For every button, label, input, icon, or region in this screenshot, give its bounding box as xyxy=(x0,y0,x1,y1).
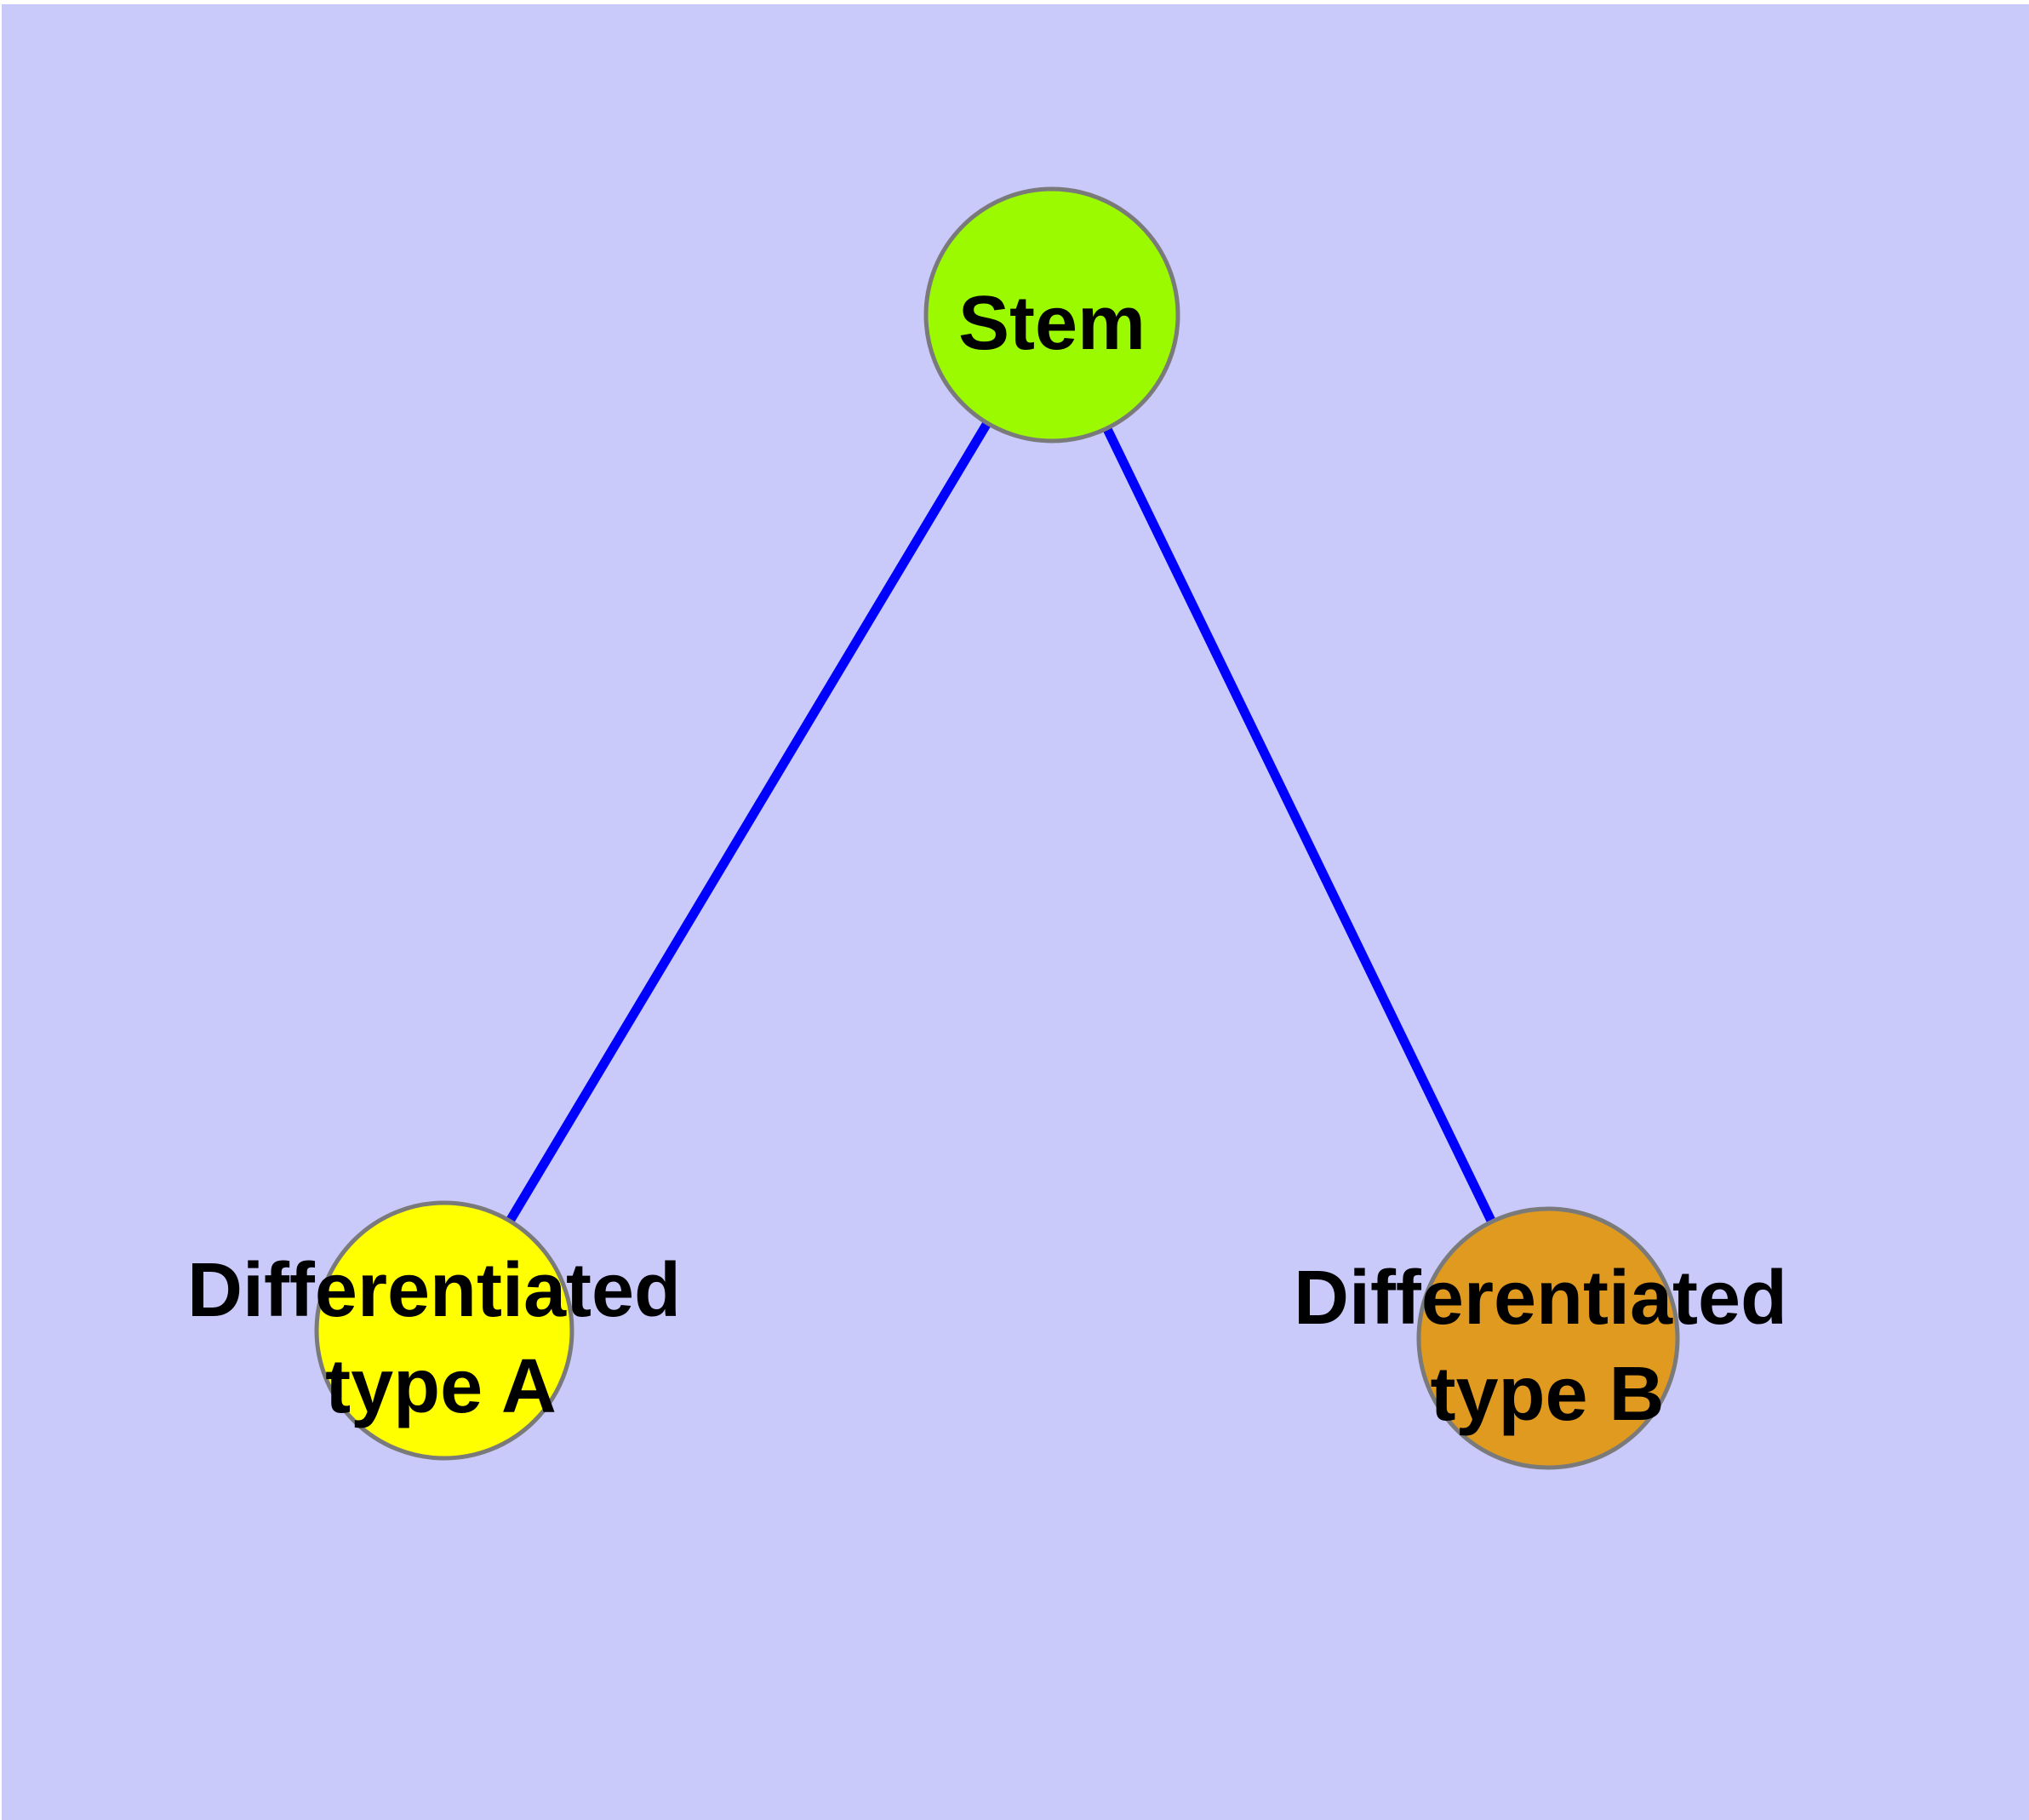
node-differentiated-type-a xyxy=(314,1200,574,1461)
node-stem-label: Stem xyxy=(958,281,1146,366)
edge-stem-to-type-a xyxy=(440,312,1056,1333)
node-type-a-label-line2: type A xyxy=(325,1344,557,1429)
node-type-b-label-line2: type B xyxy=(1430,1352,1664,1437)
node-type-a-label-line1: Differentiated xyxy=(187,1248,681,1333)
node-type-b-label-line1: Differentiated xyxy=(1294,1256,1787,1341)
node-stem xyxy=(923,186,1180,444)
node-differentiated-type-b xyxy=(1416,1206,1680,1470)
edge-stem-to-type-b xyxy=(1048,312,1552,1341)
